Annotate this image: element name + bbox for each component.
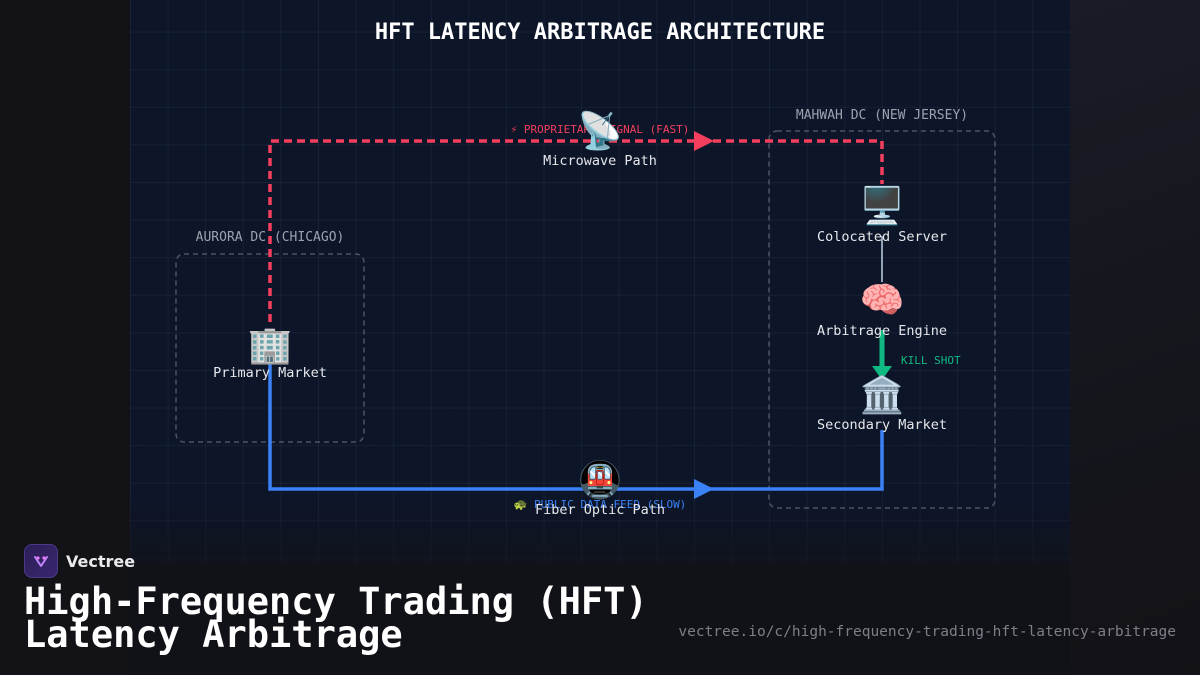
arbitrage-engine-label: Arbitrage Engine: [817, 323, 947, 339]
desktop-computer-icon: 🖥️: [860, 185, 905, 227]
fast-signal-path: [268, 139, 884, 322]
right-margin: [1070, 0, 1200, 675]
fast-signal-label: ⚡ PROPRIETARY SIGNAL (FAST): [511, 123, 690, 136]
classical-building-icon: 🏛️: [860, 374, 905, 416]
slow-feed-label: 🐢 PUBLIC DATA FEED (SLOW): [514, 498, 687, 511]
kill-shot-arrowhead: [872, 366, 892, 380]
satellite-antenna-icon: 📡: [578, 108, 623, 152]
office-building-icon: 🏢: [248, 325, 293, 366]
page-title-line-1: High-Frequency Trading (HFT): [24, 580, 648, 623]
brain-icon: 🧠: [860, 280, 905, 321]
vectree-logo-icon: [24, 544, 58, 578]
colocated-server-label: Colocated Server: [817, 229, 947, 245]
brand-name: Vectree: [66, 551, 136, 571]
page-url[interactable]: vectree.io/c/high-frequency-trading-hft-…: [678, 624, 1176, 640]
aurora-region-label: AURORA DC (CHICAGO): [196, 230, 345, 245]
secondary-market-label: Secondary Market: [817, 417, 947, 433]
brand[interactable]: Vectree: [24, 544, 135, 578]
mahwah-region-label: MAHWAH DC (NEW JERSEY): [796, 108, 968, 123]
kill-shot-label: KILL SHOT: [901, 354, 961, 367]
metro-train-icon: 🚇: [578, 459, 623, 501]
diagram-canvas: [130, 0, 1070, 565]
diagram-title: HFT LATENCY ARBITRAGE ARCHITECTURE: [375, 20, 825, 45]
slow-path-arrowhead: [694, 479, 714, 499]
page-title-line-2: Latency Arbitrage: [24, 613, 403, 656]
primary-market-label: Primary Market: [213, 365, 327, 381]
fiber-optic-path-label: Fiber Optic Path: [535, 502, 665, 518]
canvas-fade: [130, 500, 1070, 580]
slow-feed-path: [268, 362, 884, 491]
left-margin: [0, 0, 130, 675]
microwave-path-label: Microwave Path: [543, 153, 657, 169]
fast-path-arrowhead: [694, 131, 714, 151]
